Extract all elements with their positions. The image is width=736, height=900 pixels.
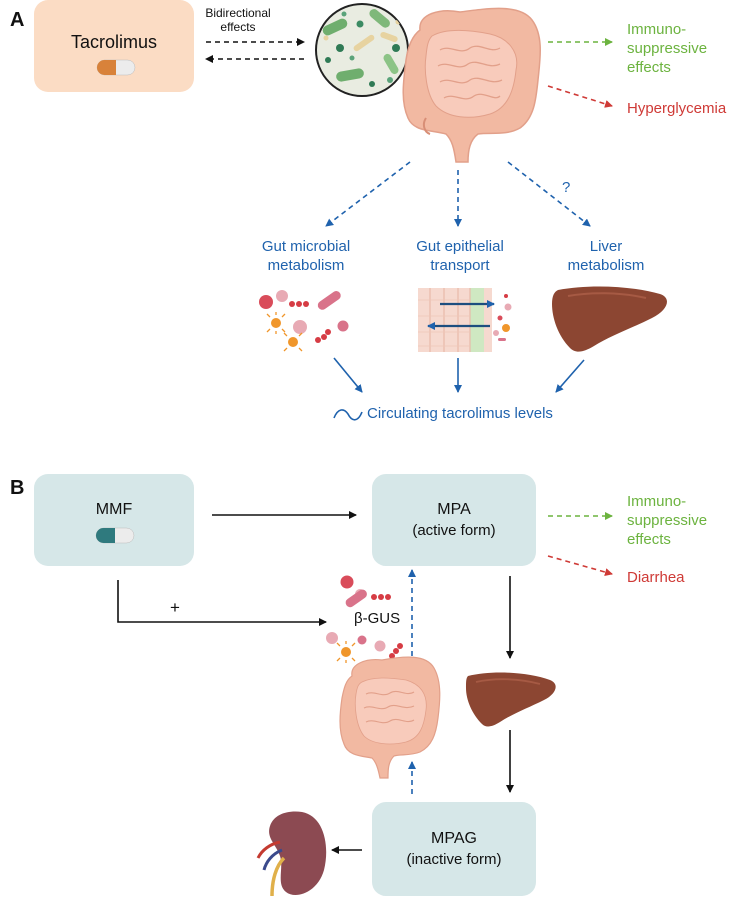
plus-sign: + — [170, 598, 180, 617]
mpa-box: MPA (active form) — [372, 474, 536, 566]
panel-a-label: A — [10, 9, 24, 31]
mech1-label-2: metabolism — [268, 257, 345, 274]
arrow-liver-to-circulating — [555, 359, 585, 393]
mech1-label-1: Gut microbial — [262, 238, 350, 255]
immuno-label-a-1: Immuno- — [627, 21, 686, 38]
arrow-to-liver-metabolism — [507, 161, 591, 227]
mpag-box: MPAG (inactive form) — [372, 802, 536, 896]
diarrhea-label: Diarrhea — [627, 569, 685, 586]
circulating-levels-label: Circulating tacrolimus levels — [367, 405, 553, 422]
bidirectional-label-2: effects — [220, 20, 255, 34]
liver-icon-a — [552, 286, 667, 352]
panel-b-label: B — [10, 477, 24, 499]
arrow-mmf-to-bgus — [117, 580, 327, 626]
tacrolimus-box: Tacrolimus — [34, 0, 194, 92]
immuno-label-a-3: effects — [627, 59, 671, 76]
liver-icon-b — [466, 672, 556, 727]
question-mark: ? — [562, 179, 570, 196]
microbiota-circle-icon — [315, 3, 409, 97]
arrow-hyperglycemia — [547, 85, 613, 108]
tacrolimus-label: Tacrolimus — [71, 32, 157, 52]
gut-icon-b — [339, 656, 441, 779]
mpag-label: MPAG — [431, 830, 477, 847]
mpa-label: MPA — [437, 501, 471, 518]
capsule-icon-mmf — [95, 527, 135, 544]
mech3-label-2: metabolism — [568, 257, 645, 274]
gut-icon — [402, 7, 542, 163]
mpa-sublabel: (active form) — [412, 522, 495, 539]
immuno-label-a-2: suppressive — [627, 40, 707, 57]
microbes-cluster-a-icon — [259, 290, 349, 352]
epithelial-transport-icon — [418, 288, 512, 352]
bgus-label: β-GUS — [354, 610, 400, 627]
immuno-label-b-2: suppressive — [627, 512, 707, 529]
bidirectional-label-1: Bidirectional — [205, 6, 270, 20]
microbes-cluster-b-icon — [326, 575, 403, 663]
mech2-label-2: transport — [430, 257, 490, 274]
arrow-diarrhea — [547, 555, 613, 576]
mech2-label-1: Gut epithelial — [416, 238, 504, 255]
mpag-sublabel: (inactive form) — [406, 851, 501, 868]
mmf-box: MMF — [34, 474, 194, 566]
immuno-label-b-3: effects — [627, 531, 671, 548]
fluctuation-wave-icon — [333, 409, 363, 421]
kidney-icon — [256, 811, 327, 897]
capsule-icon — [96, 59, 136, 76]
immuno-label-b-1: Immuno- — [627, 493, 686, 510]
arrow-to-microbial-metabolism — [325, 161, 411, 227]
mech3-label-1: Liver — [590, 238, 623, 255]
hyperglycemia-label: Hyperglycemia — [627, 100, 727, 117]
mmf-label: MMF — [96, 501, 133, 518]
arrow-microbial-to-circulating — [333, 357, 363, 393]
